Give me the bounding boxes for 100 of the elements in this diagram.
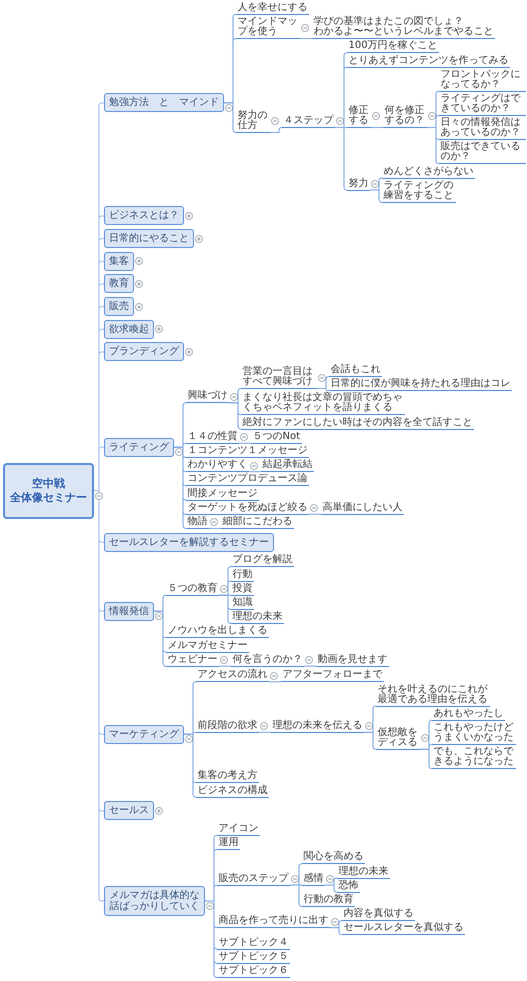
branch-line [304, 666, 316, 667]
subtopic: サブトピック５ [217, 952, 290, 964]
subtopic: めんどくさがらない [382, 166, 475, 179]
subtopic: ５つのNot [251, 432, 302, 444]
branch-line [268, 681, 282, 682]
subtopic: 理想の未来 [337, 866, 390, 879]
branch-line [248, 471, 262, 472]
branch-line [316, 388, 330, 392]
subtopic: 動画を見せます [316, 654, 389, 667]
branch-line [218, 594, 232, 624]
subtopic: 恐怖 [337, 880, 360, 893]
subtopic: 理想の未来を伝える [271, 720, 364, 733]
subtopic: ライティングはできているのか？ [439, 94, 526, 116]
main-topic: 欲求喚起 [104, 320, 154, 339]
main-topic: 集客 [104, 252, 134, 271]
subtopic: わかりやすく [186, 460, 249, 472]
subtopic: 絶対にファンにしたい時はその内容を全て話すこと [241, 418, 474, 430]
main-topic: セールス [104, 801, 154, 820]
branch-line [370, 190, 382, 203]
subtopic: まくなり社長は文章の冒頭でめちゃくちゃベネフィットを語りまくる [241, 393, 405, 416]
branch-line [324, 884, 338, 893]
subtopic: これもやったけどうまくいかなった [432, 723, 516, 746]
branch-line [270, 126, 282, 133]
subtopic: 関心を高める [302, 852, 365, 864]
subtopic: 高単価にしたい人 [321, 502, 404, 515]
subtopic: ５つの教育 [166, 584, 219, 596]
subtopic: ノウハウを出しまくる [166, 626, 269, 638]
subtopic: 何を修正するの？ [383, 106, 427, 128]
subtopic: 日々の情報発信はあっているのか？ [439, 118, 526, 140]
subtopic: 努力 [347, 178, 370, 191]
subtopic: マインドマップを使う [236, 17, 300, 40]
subtopic: 物語 [186, 517, 209, 530]
subtopic: 知識 [231, 598, 254, 610]
branch-line [258, 732, 272, 733]
subtopic: セールスレターを真似する [342, 923, 465, 936]
subtopic: １コンテンツ１メッセージ [186, 446, 309, 458]
main-topic: 日常的にやること [104, 229, 194, 248]
subtopic: ４ステップ [282, 116, 335, 128]
subtopic-text: わかるよ〜〜というレベルまでやること [314, 27, 494, 38]
branch-line [228, 402, 242, 430]
subtopic: ブログを解説 [231, 555, 294, 568]
subtopic: 行動 [231, 570, 254, 582]
subtopic: 営業の一言目はすべて興味づけ [241, 367, 317, 390]
branch-line [290, 884, 302, 907]
subtopic: それを叶えるのにこれが最適である理由を伝える [376, 684, 490, 707]
main-topic: マーケティング [104, 724, 184, 744]
subtopic: 会話もこれ [329, 365, 382, 378]
subtopic: ウェビナー [166, 654, 219, 667]
subtopic: 運用 [217, 838, 240, 850]
subtopic: アフターフォローまで [281, 670, 384, 682]
main-topic: ブランディング [104, 342, 184, 362]
main-topic: ライティング [104, 438, 174, 457]
branch-line [330, 927, 342, 936]
main-topic: 勉強方法 と マインド [104, 93, 224, 112]
subtopic: 間接メッセージ [186, 488, 259, 501]
subtopic: ライティングの練習をすること [382, 180, 456, 203]
branch-line [364, 732, 376, 750]
branch-line [238, 442, 252, 444]
subtopic: でも、これならできるようになった [432, 747, 516, 770]
subtopic: 努力の仕方 [236, 111, 270, 134]
subtopic: 理想の未来 [231, 612, 284, 624]
main-topic: 情報発信 [104, 602, 154, 621]
subtopic: 商品を作って売りに出す [217, 916, 330, 928]
subtopic: 仮想敵をディスる [376, 728, 420, 750]
branch-line [154, 610, 166, 667]
central-topic-text: 空中戦 [31, 476, 66, 490]
subtopic: 修正する [347, 106, 371, 128]
subtopic: 細部にこだわる [221, 517, 294, 530]
branch-line [184, 734, 196, 798]
subtopic: 投資 [231, 584, 254, 596]
subtopic: 集客の考え方 [196, 771, 259, 784]
branch-line [300, 38, 312, 40]
subtopic: メルマガセミナー [166, 640, 249, 653]
subtopic [312, 17, 495, 40]
subtopic: 人を幸せにする [236, 3, 309, 15]
main-topic: ビジネスとは？ [104, 206, 184, 226]
subtopic: 販売のステップ [217, 874, 290, 886]
subtopic: ターゲットを死ぬほど絞る [186, 502, 309, 515]
branch-line [208, 528, 222, 529]
subtopic: コンテンツプロデュース論 [186, 474, 309, 486]
subtopic: 販売はできているのか？ [439, 142, 526, 164]
subtopic: 感情 [302, 874, 325, 886]
subtopic: 日常的に僕が興味を持たれる理由はコレ [329, 379, 512, 392]
central-topic-text: 全体像セミナー [10, 490, 87, 504]
main-topic: セールスレターを解説するセミナー [104, 532, 274, 552]
main-topic: 教育 [104, 274, 134, 294]
subtopic: 前段階の欲求 [196, 720, 259, 733]
subtopic: 100万円を稼ぐこと [347, 41, 440, 54]
main-topic: 販売 [104, 297, 134, 316]
subtopic: 興味づけ [186, 391, 229, 404]
subtopic: サブトピック６ [217, 966, 290, 978]
subtopic: １４の性質 [186, 432, 239, 444]
branch-line [370, 126, 384, 128]
branch-line [224, 102, 236, 133]
subtopic: サブトピック４ [217, 938, 290, 950]
branch-line [218, 666, 232, 667]
subtopic: アイコン [217, 824, 260, 836]
branch-line [334, 126, 348, 191]
subtopic: とりあえずコンテンツを作ってみる [347, 56, 510, 68]
subtopic: あれもやったし [432, 708, 505, 721]
